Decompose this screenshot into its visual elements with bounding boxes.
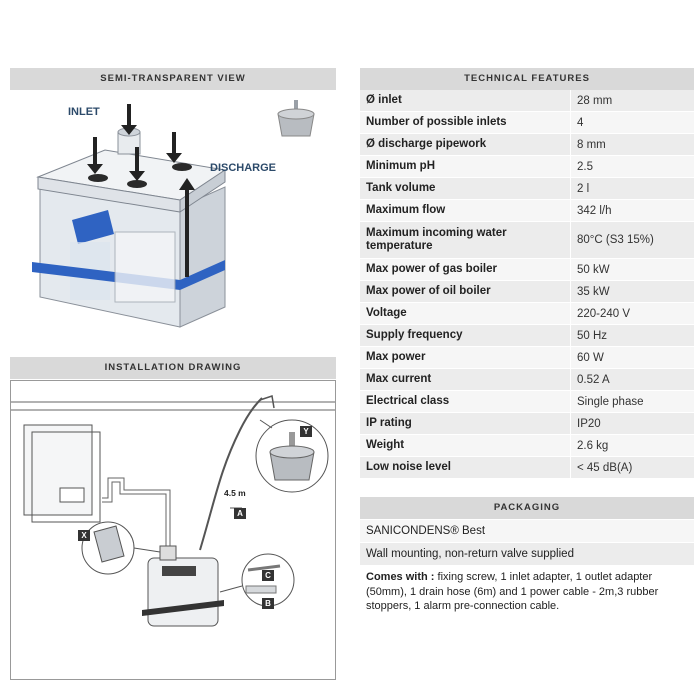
- spec-label: Max power: [360, 346, 571, 369]
- spec-value: < 45 dB(A): [570, 456, 694, 479]
- spec-value: 2 l: [570, 177, 694, 200]
- spec-label: Max power of oil boiler: [360, 280, 571, 303]
- comes-with-label: Comes with :: [366, 571, 435, 583]
- spec-value: 80°C (S3 15%): [570, 221, 694, 259]
- spec-value: 60 W: [570, 346, 694, 369]
- spec-value: 50 Hz: [570, 324, 694, 347]
- comes-with-text: fixing screw, 1 inlet adapter, 1 outlet …: [366, 571, 659, 612]
- badge-a: A: [237, 509, 243, 518]
- spec-value: Single phase: [570, 390, 694, 413]
- spec-row: Low noise level< 45 dB(A): [360, 456, 694, 479]
- badge-y: Y: [303, 427, 309, 436]
- spec-label: Number of possible inlets: [360, 111, 571, 134]
- hose-length-label: 4.5 m: [224, 488, 246, 498]
- packaging-header: PACKAGING: [360, 497, 694, 519]
- spec-label: Max current: [360, 368, 571, 391]
- badge-b: B: [265, 599, 271, 608]
- badge-x: X: [81, 531, 87, 540]
- spec-label: Ø discharge pipework: [360, 133, 571, 156]
- spec-value: 2.6 kg: [570, 434, 694, 457]
- spec-value: 0.52 A: [570, 368, 694, 391]
- spec-value: 35 kW: [570, 280, 694, 303]
- spec-value: IP20: [570, 412, 694, 435]
- spec-label: Max power of gas boiler: [360, 258, 571, 281]
- inlet-label: INLET: [68, 106, 100, 118]
- spec-value: 220-240 V: [570, 302, 694, 325]
- badge-c: C: [265, 571, 271, 580]
- spec-label: Electrical class: [360, 390, 571, 413]
- spec-value: 8 mm: [570, 133, 694, 156]
- discharge-label: DISCHARGE: [210, 162, 277, 174]
- spec-value: 342 l/h: [570, 199, 694, 222]
- installation-drawing-header: INSTALLATION DRAWING: [10, 357, 336, 379]
- spec-label: Low noise level: [360, 456, 571, 479]
- spec-label: Weight: [360, 434, 571, 457]
- spec-label: IP rating: [360, 412, 571, 435]
- technical-features-header: TECHNICAL FEATURES: [360, 68, 694, 90]
- spec-label: Tank volume: [360, 177, 571, 200]
- pump-semi-transparent-illustration: [32, 100, 315, 328]
- semi-transparent-view-header: SEMI-TRANSPARENT VIEW: [10, 68, 336, 90]
- spec-value: 50 kW: [570, 258, 694, 281]
- spec-label: Maximum flow: [360, 199, 571, 222]
- rubber-stopper-icon: [277, 100, 315, 137]
- spec-value: 4: [570, 111, 694, 134]
- installation-drawing: [10, 380, 336, 680]
- spec-value: 28 mm: [570, 90, 694, 112]
- spec-label: Supply frequency: [360, 324, 571, 347]
- packaging-contents: Comes with : fixing screw, 1 inlet adapt…: [360, 570, 694, 614]
- spec-label: Maximum incoming water temperature: [360, 221, 571, 259]
- packaging-product: SANICONDENS® Best: [360, 520, 694, 542]
- spec-label: Ø inlet: [360, 90, 571, 112]
- spec-label: Voltage: [360, 302, 571, 325]
- spec-label: Minimum pH: [360, 155, 571, 178]
- packaging-mounting: Wall mounting, non-return valve supplied: [360, 543, 694, 565]
- spec-value: 2.5: [570, 155, 694, 178]
